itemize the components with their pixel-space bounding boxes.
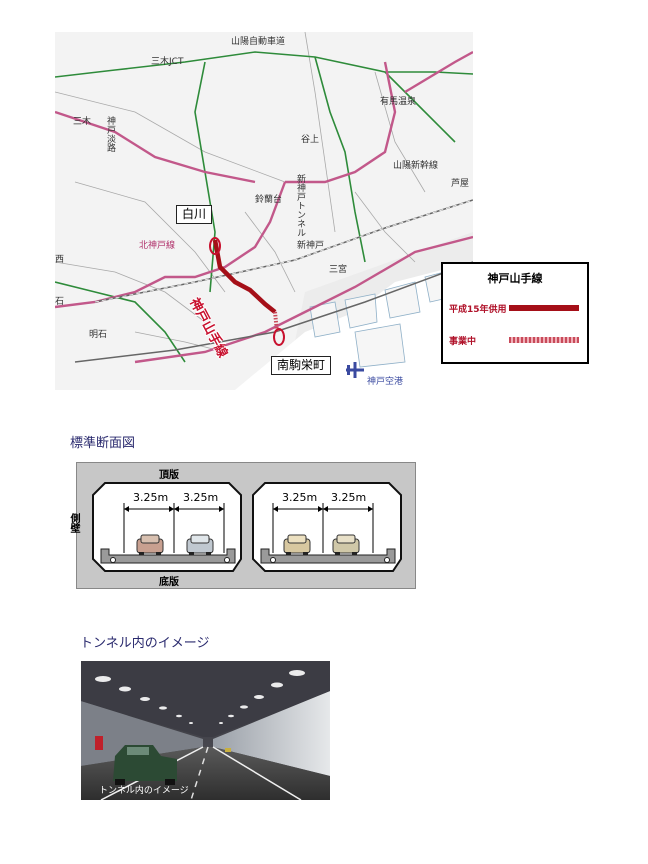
label-akashi: 明石 — [89, 330, 108, 340]
minamikomae-label: 南駒栄町 — [271, 356, 332, 376]
car-icon — [113, 745, 177, 785]
legend-construction-label: 事業中 — [449, 337, 477, 347]
label-miki-jct: 三木JCT — [151, 57, 184, 67]
lane-width-2: 3.25m — [183, 491, 219, 504]
cross-section-heading: 標準断面図 — [70, 436, 136, 451]
label-shinkobe: 新神戸 — [297, 241, 325, 251]
label-sanyo-shinkansen: 山陽新幹線 — [393, 161, 439, 171]
lane-width-4: 3.25m — [331, 491, 367, 504]
label-ashiya: 芦屋 — [451, 179, 470, 189]
cross-section-diagram: 頂版 底版 3.25m 3.25m 3.25m 3.25m — [76, 462, 416, 589]
label-arima-onsen: 有馬温泉 — [380, 97, 417, 107]
tunnel-render: トンネル内のイメージ — [81, 661, 330, 800]
map-legend: 神戸山手線 平成15年供用 事業中 — [441, 262, 589, 364]
tunnel-heading: トンネル内のイメージ — [80, 636, 210, 651]
bottom-slab-label: 底版 — [159, 577, 179, 588]
label-miki: 三木 — [73, 117, 92, 127]
label-kobe-awaji: 神戸淡路 — [105, 116, 115, 152]
label-suzurandai: 鈴蘭台 — [255, 195, 283, 205]
shirakawa-marker — [209, 237, 221, 255]
map-roads — [55, 32, 473, 390]
label-shinkobe-tunnel: 新神戸トンネル — [295, 174, 305, 237]
legend-title: 神戸山手線 — [487, 272, 543, 285]
legend-in-service-line — [509, 305, 579, 311]
label-kobe-airport: 神戸空港 — [367, 377, 404, 387]
minamikomae-marker — [273, 328, 285, 346]
cross-section-drawing — [92, 482, 402, 572]
side-wall-label: 側壁 — [68, 513, 79, 533]
lane-width-3: 3.25m — [282, 491, 318, 504]
label-nishi: 西 — [55, 255, 65, 265]
top-slab-label: 頂版 — [159, 470, 179, 481]
route-map: 山陽自動車道 三木JCT 有馬温泉 三木 神戸淡路 谷上 山陽新幹線 芦屋 鈴蘭… — [55, 32, 473, 390]
airplane-icon — [346, 362, 364, 378]
legend-in-service-label: 平成15年供用 — [449, 305, 507, 315]
label-seki: 石 — [55, 297, 65, 307]
label-sannomiya: 三宮 — [329, 265, 348, 275]
label-taniue: 谷上 — [301, 135, 320, 145]
lane-width-1: 3.25m — [133, 491, 169, 504]
car-icons — [136, 534, 360, 555]
tunnel-drawing — [81, 661, 330, 800]
tunnel-caption: トンネル内のイメージ — [99, 786, 189, 796]
yamate-route-construction — [273, 311, 279, 333]
yamate-route-in-service — [212, 239, 277, 314]
legend-construction-line — [509, 337, 579, 343]
shirakawa-label: 白川 — [176, 205, 213, 225]
label-kita-kobe-line: 北神戸線 — [139, 241, 176, 251]
label-sanyo-expressway: 山陽自動車道 — [231, 37, 286, 47]
